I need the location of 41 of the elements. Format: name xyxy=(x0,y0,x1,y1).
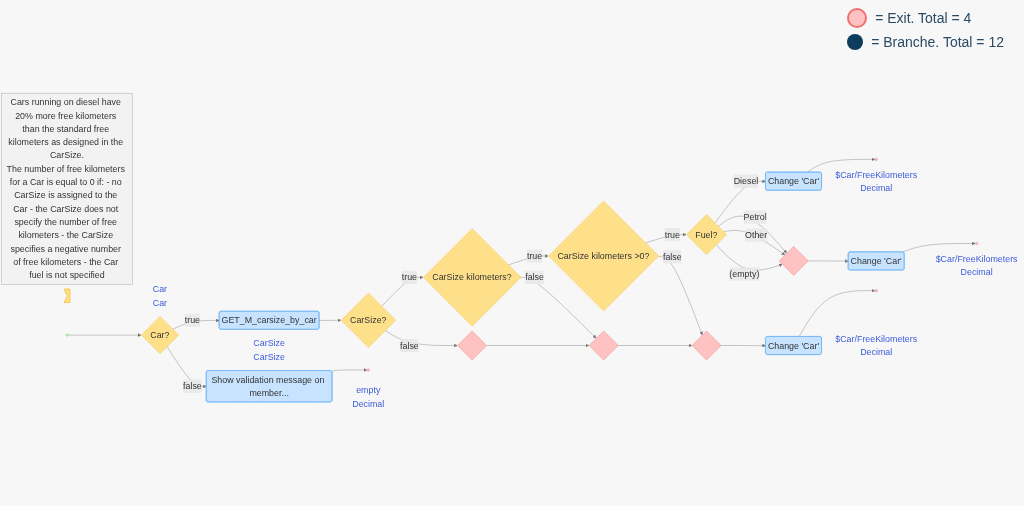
node-circle xyxy=(874,157,878,161)
node-diamond xyxy=(691,330,722,361)
edge-label: true xyxy=(184,315,201,326)
node-label: $Car/FreeKilometers xyxy=(835,333,918,344)
edge-label: false xyxy=(183,381,202,392)
edge-label: false xyxy=(662,251,682,262)
node-label: Decimal xyxy=(960,266,993,277)
edge-label: Petrol xyxy=(743,212,767,223)
node-circle xyxy=(975,242,979,245)
node-diamond: CarSize kilometers >0? xyxy=(548,200,659,312)
node-label: Car xyxy=(152,284,168,295)
node-diamond: Fuel? xyxy=(686,214,727,255)
node-label: $Car/FreeKilometers xyxy=(835,169,918,180)
node-diamond: CarSize kilometers? xyxy=(423,228,522,327)
node-label: Decimal xyxy=(860,347,893,358)
node-box: Cars running on diesel have 20% more free kilometers than the standard free kilometers as designed in the CarSize. The number of free kilometers for a Car is equal to 0 if: - no CarSize is assigned to the Car - the CarSize does not specify the number of free kilometers - the CarSize specifies a negative number of free kilometers - the Car fuel is not specified xyxy=(1,92,133,285)
node-circle xyxy=(65,333,69,337)
node-label: Car xyxy=(152,297,168,308)
node-label: empty xyxy=(356,385,381,396)
node-diamond xyxy=(778,246,809,276)
node-diamond xyxy=(457,330,487,361)
edge-label: (empty) xyxy=(729,269,760,280)
node-diamond: Car? xyxy=(141,316,179,354)
node-label: Decimal xyxy=(352,398,385,409)
legend-text: = Exit. Total = 4 xyxy=(875,10,972,26)
edge-label: Diesel xyxy=(733,176,759,187)
edge-label: true xyxy=(401,272,418,283)
edge-label: true xyxy=(664,229,680,240)
edge-label: false xyxy=(525,272,544,283)
node-label: CarSize xyxy=(253,338,285,349)
node-label: Decimal xyxy=(860,182,893,193)
node-label: CarSize xyxy=(253,351,285,362)
node-circle xyxy=(366,368,370,372)
node-label: $Car/FreeKilometers xyxy=(935,253,1018,264)
edge-label: false xyxy=(400,340,419,351)
node-diamond xyxy=(588,330,619,361)
node-circle xyxy=(874,289,878,293)
edge-label: Other xyxy=(745,230,768,241)
edge-label: true xyxy=(526,250,543,262)
node-diamond: CarSize? xyxy=(340,292,396,348)
legend-text: = Branche. Total = 12 xyxy=(871,34,1004,50)
